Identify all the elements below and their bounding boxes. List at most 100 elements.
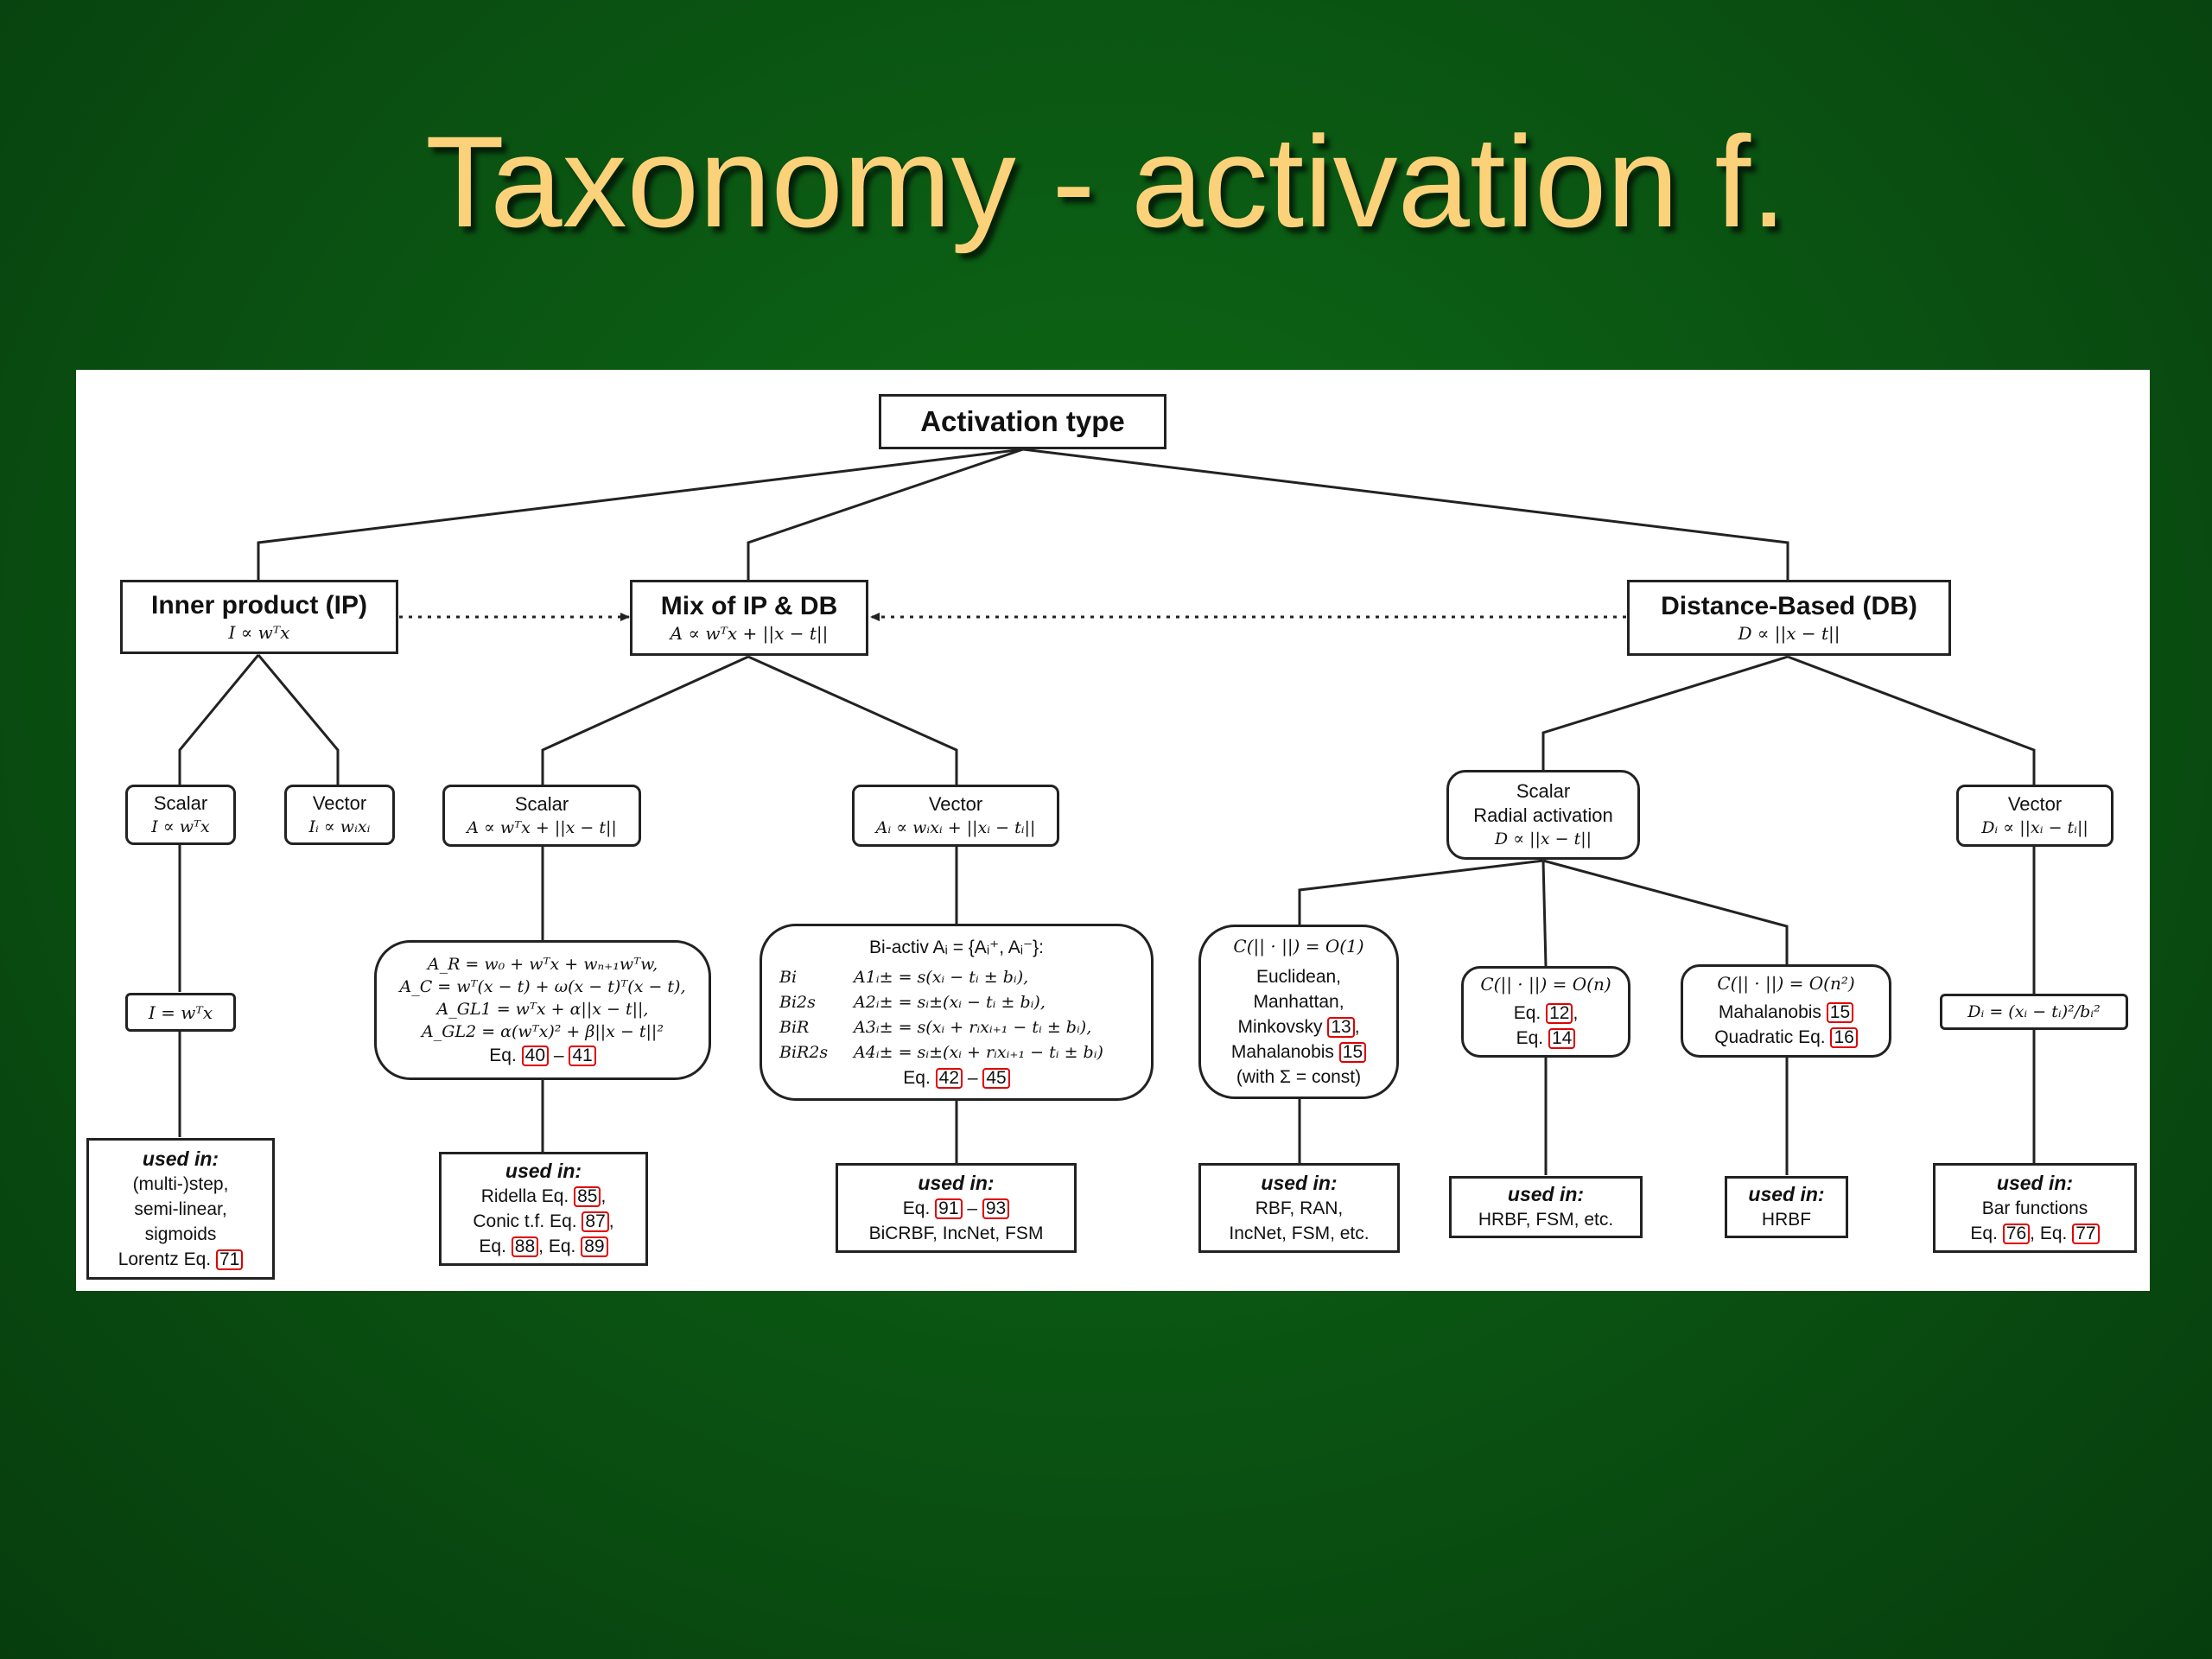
bi-row: BiR A3ᵢ± = s(xᵢ + rᵢxᵢ₊₁ − tᵢ ± bᵢ),	[762, 1015, 1151, 1040]
used-in-on2: used in: HRBF	[1725, 1176, 1848, 1238]
bi-row: Bi A1ᵢ± = s(xᵢ − tᵢ ± bᵢ),	[762, 965, 1151, 990]
used-in-heading: used in:	[1507, 1183, 1585, 1205]
node-formula: Iᵢ ∝ wᵢxᵢ	[308, 817, 371, 836]
text-span: Mahalanobis	[1230, 1041, 1334, 1062]
edge-root-db	[1022, 448, 1789, 580]
eq-ref[interactable]: 85	[574, 1186, 601, 1207]
node-mix-scalar: Scalar A ∝ wᵀx + ||x − t||	[442, 785, 641, 847]
eq-prefix: Eq.	[903, 1067, 931, 1088]
edge-mix-vector	[747, 655, 958, 785]
text-span: Eq.	[479, 1236, 506, 1256]
bi-activ-title: Bi-activ Aᵢ = {Aᵢ⁺, Aᵢ⁻}:	[869, 937, 1044, 957]
eq-ref[interactable]: 15	[1338, 1041, 1367, 1063]
text-span: Eq.	[902, 1198, 931, 1218]
edge-db-scalar	[1541, 655, 1789, 772]
node-formula: C(|| · ||) = O(n)	[1480, 974, 1611, 995]
used-in-on: used in: HRBF, FSM, etc.	[1449, 1176, 1643, 1238]
eq-ref[interactable]: 45	[982, 1067, 1010, 1089]
edge-db-vector	[1787, 655, 2036, 785]
eq-ref[interactable]: 12	[1546, 1003, 1573, 1024]
text-line: (with Σ = const)	[1236, 1066, 1362, 1087]
used-in-db-vector: used in: Bar functions Eq. 76, Eq. 77	[1933, 1163, 2137, 1253]
edge-ip-vector	[257, 654, 340, 785]
eq-range: Eq. 42 – 45	[903, 1065, 1010, 1090]
text-line: Conic t.f. Eq. 87,	[473, 1211, 614, 1232]
bi-name: BiR	[779, 1017, 810, 1037]
used-in-bi-activ: used in: Eq. 91 – 93 BiCRBF, IncNet, FSM	[836, 1163, 1077, 1253]
text-line: semi-linear,	[134, 1198, 227, 1219]
used-in-mix: used in: Ridella Eq. 85, Conic t.f. Eq. …	[439, 1152, 648, 1266]
eq-ref[interactable]: 77	[2072, 1223, 2100, 1244]
text-line: Ridella Eq. 85,	[480, 1186, 607, 1207]
eq-ref[interactable]: 76	[2002, 1223, 2031, 1244]
eq-line-agl2: A_GL2 = α(wᵀx)² + β||x − t||²	[422, 1021, 664, 1041]
eq-ref[interactable]: 41	[569, 1045, 596, 1066]
eq-ref[interactable]: 13	[1327, 1016, 1355, 1038]
text-span: Lorentz Eq.	[118, 1249, 212, 1269]
eq-ref[interactable]: 15	[1826, 1002, 1854, 1023]
node-formula: C(|| · ||) = O(1)	[1233, 935, 1364, 957]
text-line: Quadratic Eq. 16	[1714, 1025, 1858, 1050]
bi-name: BiR2s	[779, 1042, 829, 1062]
text-line: Manhattan,	[1253, 991, 1344, 1012]
eq-ref[interactable]: 88	[511, 1236, 539, 1257]
text-line: Eq. 14	[1516, 1026, 1576, 1051]
node-formula: I ∝ wᵀx	[228, 622, 290, 643]
text-line: (multi-)step,	[132, 1173, 229, 1194]
bi-eq: A2ᵢ± = sᵢ±(xᵢ − tᵢ ± bᵢ),	[854, 992, 1046, 1012]
node-label: Vector	[928, 793, 983, 815]
node-mix-equations: A_R = w₀ + wᵀx + wₙ₊₁wᵀw, A_C = wᵀ(x − t…	[374, 940, 711, 1080]
eq-ref[interactable]: 91	[935, 1198, 963, 1219]
eq-line-agl1: A_GL1 = wᵀx + α||x − t||,	[436, 999, 649, 1019]
node-label: Activation type	[920, 405, 1125, 437]
text-line: Lorentz Eq. 71	[118, 1247, 244, 1272]
node-formula: Dᵢ = (xᵢ − tᵢ)²/bᵢ²	[1967, 1002, 2101, 1021]
bi-name: Bi2s	[779, 992, 816, 1012]
node-formula: I ∝ wᵀx	[151, 817, 210, 836]
bi-row: BiR2s A4ᵢ± = sᵢ±(xᵢ + rᵢxᵢ₊₁ − tᵢ ± bᵢ)	[762, 1040, 1151, 1065]
eq-ref[interactable]: 16	[1830, 1027, 1858, 1048]
text-span: Eq.	[1516, 1028, 1544, 1048]
used-in-heading: used in:	[142, 1147, 219, 1170]
text-span: Mahalanobis	[1718, 1002, 1821, 1022]
used-in-heading: used in:	[505, 1160, 582, 1182]
node-activation-type: Activation type	[879, 394, 1166, 449]
text-span: Eq.	[1513, 1003, 1541, 1023]
eq-line-ar: A_R = w₀ + wᵀx + wₙ₊₁wᵀw,	[427, 954, 658, 974]
node-formula: A ∝ wᵀx + ||x − t||	[670, 623, 829, 644]
connector-lines	[178, 448, 2036, 1175]
eq-ref[interactable]: 40	[521, 1045, 549, 1066]
node-complexity-on2: C(|| · ||) = O(n²) Mahalanobis 15 Quadra…	[1681, 964, 1891, 1058]
eq-ref[interactable]: 14	[1548, 1028, 1576, 1049]
node-label: Distance-Based (DB)	[1661, 592, 1917, 620]
eq-ref[interactable]: 87	[582, 1211, 609, 1232]
node-formula: D ∝ ||x − t||	[1738, 623, 1840, 644]
text-line: Eq. 91 – 93	[902, 1196, 1010, 1221]
eq-ref[interactable]: 42	[935, 1067, 963, 1089]
node-distance-based: Distance-Based (DB) D ∝ ||x − t||	[1627, 580, 1951, 656]
text-line: sigmoids	[144, 1224, 217, 1244]
text-span: Minkovsky	[1237, 1016, 1323, 1037]
node-label: Inner product (IP)	[151, 591, 367, 620]
text-line: HRBF	[1761, 1210, 1812, 1230]
bi-row: Bi2s A2ᵢ± = sᵢ±(xᵢ − tᵢ ± bᵢ),	[762, 990, 1151, 1015]
node-label: Vector	[312, 792, 367, 814]
node-complexity-o1: C(|| · ||) = O(1) Euclidean, Manhattan, …	[1198, 925, 1399, 1099]
eq-dash: –	[553, 1045, 564, 1065]
edge-dbs-cn	[1541, 860, 1548, 967]
node-label: Vector	[2007, 793, 2063, 815]
text-line: Bar functions	[1981, 1198, 2088, 1218]
node-formula: I = wᵀx	[148, 1001, 213, 1023]
eq-ref[interactable]: 71	[215, 1249, 244, 1270]
text-span: Eq.	[2039, 1223, 2068, 1243]
text-line: Eq. 76, Eq. 77	[1970, 1221, 2100, 1246]
edge-mix-scalar	[541, 655, 749, 785]
eq-prefix: Eq.	[489, 1045, 517, 1065]
bi-eq: A3ᵢ± = s(xᵢ + rᵢxᵢ₊₁ − tᵢ ± bᵢ),	[854, 1017, 1092, 1037]
node-ip-vector: Vector Iᵢ ∝ wᵢxᵢ	[284, 785, 395, 845]
eq-ref[interactable]: 93	[982, 1198, 1010, 1219]
text-line: Minkovsky 13,	[1237, 1016, 1360, 1038]
node-ip-eq: I = wᵀx	[125, 993, 236, 1032]
eq-ref[interactable]: 89	[581, 1236, 608, 1257]
used-in-ip: used in: (multi-)step, semi-linear, sigm…	[86, 1138, 275, 1280]
